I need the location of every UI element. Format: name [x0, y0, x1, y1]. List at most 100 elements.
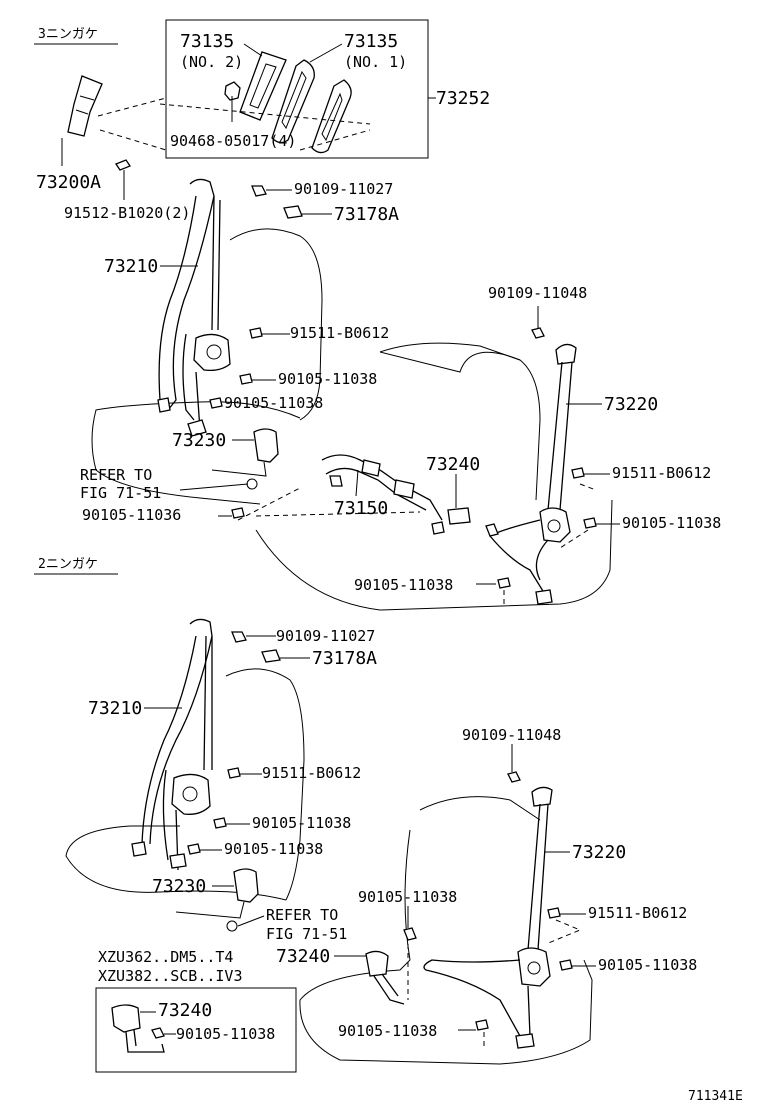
bolt-icon-91511-d — [547, 907, 561, 919]
callout-90105-11038-i: 90105-11038 — [176, 1025, 275, 1043]
cover-73178a-b — [261, 649, 281, 663]
callout-73135-no1: 73135 — [344, 31, 398, 52]
retractor-73220-b — [517, 947, 551, 987]
buckle-73230-b — [233, 868, 259, 903]
model-code-2: XZU382..SCB..IV3 — [98, 967, 243, 985]
callout-91511-b0612-a: 91511-B0612 — [290, 324, 389, 342]
anchor-plate-left — [157, 397, 171, 413]
anchor-73220-a — [555, 343, 577, 365]
callout-91511-b0612-b: 91511-B0612 — [612, 464, 711, 482]
callout-73178a-a: 73178A — [334, 204, 399, 225]
callout-91511-b0612-d: 91511-B0612 — [588, 904, 687, 922]
bolt-icon-90105-d — [497, 577, 511, 589]
belt-plate-73150 — [361, 459, 381, 477]
callout-90105-11038-b: 90105-11038 — [224, 394, 323, 412]
callout-73210-a: 73210 — [104, 256, 158, 277]
clip-icon — [224, 81, 241, 101]
seat-back-passenger — [419, 796, 541, 821]
bolt-icon-90105-11036 — [231, 507, 245, 519]
callout-73240-a: 73240 — [426, 454, 480, 475]
retractor-73210-b — [171, 773, 211, 815]
callout-90109-11048-a: 90109-11048 — [488, 284, 587, 302]
belt-73220-a — [547, 361, 573, 511]
anchor-plate-b1 — [131, 841, 147, 857]
section-label-two-seat: 2ニンガケ — [38, 557, 98, 572]
callout-90105-11038-j: 90105-11038 — [338, 1022, 437, 1040]
bolt-icon-90105-c — [583, 517, 597, 529]
figure-id: 711341E — [688, 1089, 743, 1104]
callout-73240-c: 73240 — [158, 1000, 212, 1021]
belt-73220-b — [527, 803, 549, 951]
seat-back-driver — [225, 668, 305, 901]
callout-73178a-b: 73178A — [312, 648, 377, 669]
retractor-left — [193, 333, 231, 372]
bolt-icon-90105-f — [187, 843, 201, 855]
bolt-icon-90105-e — [213, 817, 227, 829]
callout-73150: 73150 — [334, 498, 388, 519]
callout-73200a: 73200A — [36, 172, 101, 193]
callout-73135-no2-sub: (NO. 2) — [180, 53, 243, 71]
bolt-icon-90105-i — [151, 1027, 165, 1039]
callout-73240-b: 73240 — [276, 946, 330, 967]
callout-90105-11038-g: 90105-11038 — [358, 888, 457, 906]
belt-73150 — [321, 454, 443, 521]
seat-back-left — [229, 228, 323, 421]
callout-90105-11038-f: 90105-11038 — [224, 840, 323, 858]
callout-73230-b: 73230 — [152, 876, 206, 897]
model-code-1: XZU362..DM5..T4 — [98, 948, 233, 966]
bolt-icon-90109-b — [231, 631, 247, 643]
anchor-plate-left-2 — [187, 419, 207, 437]
callout-90109-11027-b: 90109-11027 — [276, 627, 375, 645]
bolt-icon-90109-11048-a — [531, 327, 545, 339]
anchor-73220-b — [531, 786, 553, 807]
callout-90105-11038-a: 90105-11038 — [278, 370, 377, 388]
bolt-icon — [115, 159, 131, 171]
refer-to-b: REFER TO — [266, 906, 338, 924]
anchor-plate-73220-a — [535, 589, 553, 605]
bolt-icon-90105-h — [559, 959, 573, 971]
cover-third — [311, 79, 352, 154]
anchor-plate-b2 — [169, 853, 187, 869]
bolt-icon-90105-a — [239, 373, 253, 385]
callout-73210-b: 73210 — [88, 698, 142, 719]
bolt-icon-91511-a — [249, 327, 263, 339]
seat-cushion-left — [91, 401, 301, 505]
retractor-73220-a — [539, 507, 571, 543]
buckle-73230-a — [253, 428, 279, 463]
callout-90105-11038-c: 90105-11038 — [622, 514, 721, 532]
callout-73135-no1-sub: (NO. 1) — [344, 53, 407, 71]
callout-73135-no2: 73135 — [180, 31, 234, 52]
callout-91511-b0612-c: 91511-B0612 — [262, 764, 361, 782]
callout-90468-05017: 90468-05017(4) — [170, 132, 296, 150]
seat-back-right — [379, 342, 541, 501]
bolt-icon-90105-b — [209, 397, 223, 409]
callout-90105-11038-e: 90105-11038 — [252, 814, 351, 832]
bolt-icon-91511-b — [571, 467, 585, 479]
belt-73210-left — [167, 178, 215, 411]
callout-90105-11038-h: 90105-11038 — [598, 956, 697, 974]
bolt-icon-91511-c — [227, 767, 241, 779]
callout-73220-b: 73220 — [572, 842, 626, 863]
buckle-73240-a-body — [393, 479, 415, 499]
cover-no1 — [271, 59, 315, 144]
buckle-73240-b — [365, 950, 389, 977]
callout-90105-11038-d: 90105-11038 — [354, 576, 453, 594]
inset-box-73240 — [95, 987, 297, 1073]
callout-90109-11027-a: 90109-11027 — [294, 180, 393, 198]
refer-fig-a: FIG 71-51 — [80, 484, 161, 502]
bolt-icon-90105-j — [475, 1019, 489, 1031]
callout-73220-a: 73220 — [604, 394, 658, 415]
section-three-seat: 3ニンガケ 73135 (NO. 2) 73135 (NO. 1) 90468-… — [34, 19, 721, 611]
bolt-icon-90109-a — [251, 185, 267, 197]
callout-73230-a: 73230 — [172, 430, 226, 451]
seat-cushion-right — [255, 499, 613, 611]
inset-box — [165, 19, 429, 159]
cover-no2 — [239, 51, 287, 121]
bolt-icon-90109-11048-b — [507, 771, 521, 783]
callout-73252: 73252 — [436, 88, 490, 109]
anchor-plate-73220-b — [515, 1033, 535, 1049]
section-two-seat: 2ニンガケ 90109-11027 73178A 73210 91511-B06… — [34, 557, 697, 1073]
callout-91512-b1020: 91512-B1020(2) — [64, 204, 190, 222]
